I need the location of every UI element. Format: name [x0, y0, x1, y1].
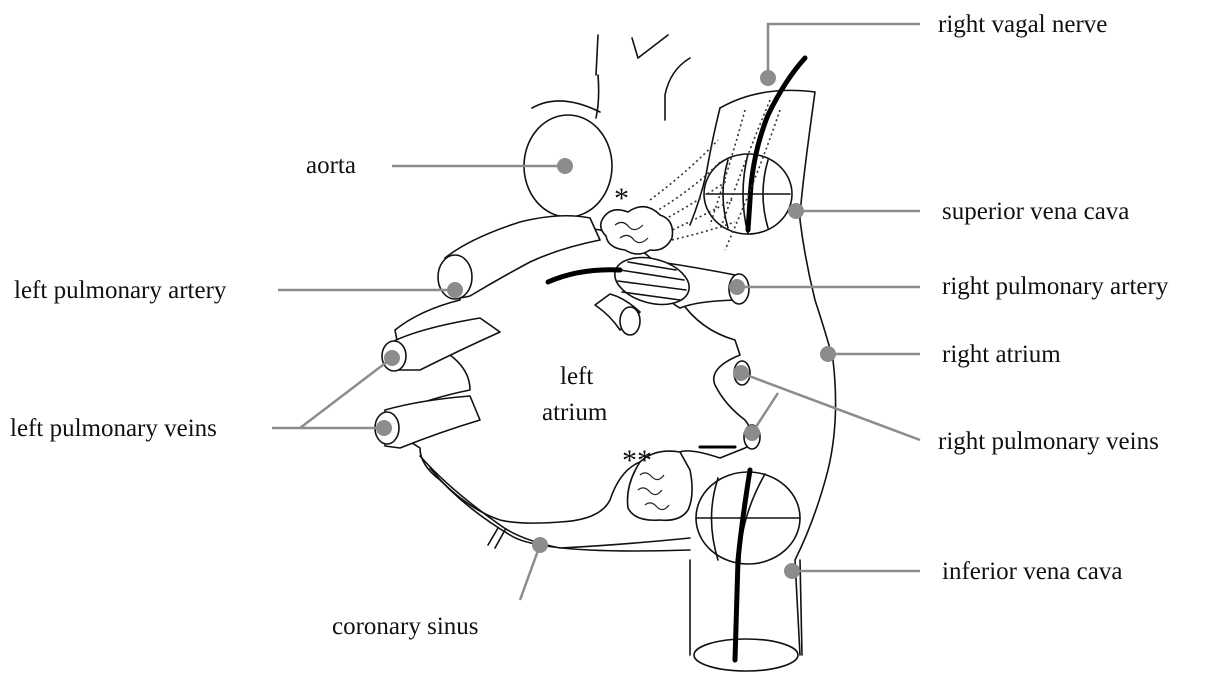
label-left-atrium-line1: left [560, 363, 593, 390]
ivc-bottom-ring [694, 639, 798, 671]
pin-superior-vena-cava [788, 203, 804, 219]
heart-drawing [375, 35, 836, 671]
label-aorta: aorta [306, 152, 356, 179]
pin-right-upper-vein [733, 365, 749, 381]
pin-left-pulmonary-artery [447, 282, 463, 298]
marker-double-asterisk: ** [622, 444, 652, 477]
aorta-edge [532, 101, 600, 112]
leader-coronary-sinus [520, 545, 540, 600]
pin-coronary-sinus [532, 537, 548, 553]
label-inferior-vena-cava: inferior vena cava [942, 558, 1122, 585]
pin-right-atrium [820, 346, 836, 362]
pin-inferior-vena-cava [784, 563, 800, 579]
leader-left-pulmonary-veins [272, 358, 392, 428]
pin-right-lower-vein [744, 425, 760, 441]
label-right-pulmonary-veins: right pulmonary veins [938, 428, 1159, 455]
label-right-atrium: right atrium [942, 341, 1061, 368]
leader-right-pulmonary-veins [741, 373, 920, 440]
pin-left-upper-vein [384, 350, 400, 366]
pin-aorta [557, 158, 573, 174]
leader-right-vagal-nerve [768, 24, 920, 78]
pin-left-lower-vein [376, 420, 392, 436]
label-coronary-sinus: coronary sinus [332, 613, 479, 640]
label-left-pulmonary-veins: left pulmonary veins [10, 415, 217, 442]
pin-right-pulmonary-artery [729, 279, 745, 295]
top-vessel-stubs [596, 35, 690, 120]
marker-single-asterisk: * [614, 182, 629, 215]
small-vessel-ring [620, 307, 640, 335]
label-left-pulmonary-artery: left pulmonary artery [14, 277, 227, 304]
label-left-atrium-line2: atrium [542, 399, 608, 426]
label-right-pulmonary-artery: right pulmonary artery [942, 273, 1169, 300]
label-right-vagal-nerve: right vagal nerve [938, 11, 1107, 38]
pin-right-vagal-nerve [760, 70, 776, 86]
label-superior-vena-cava: superior vena cava [942, 198, 1129, 225]
